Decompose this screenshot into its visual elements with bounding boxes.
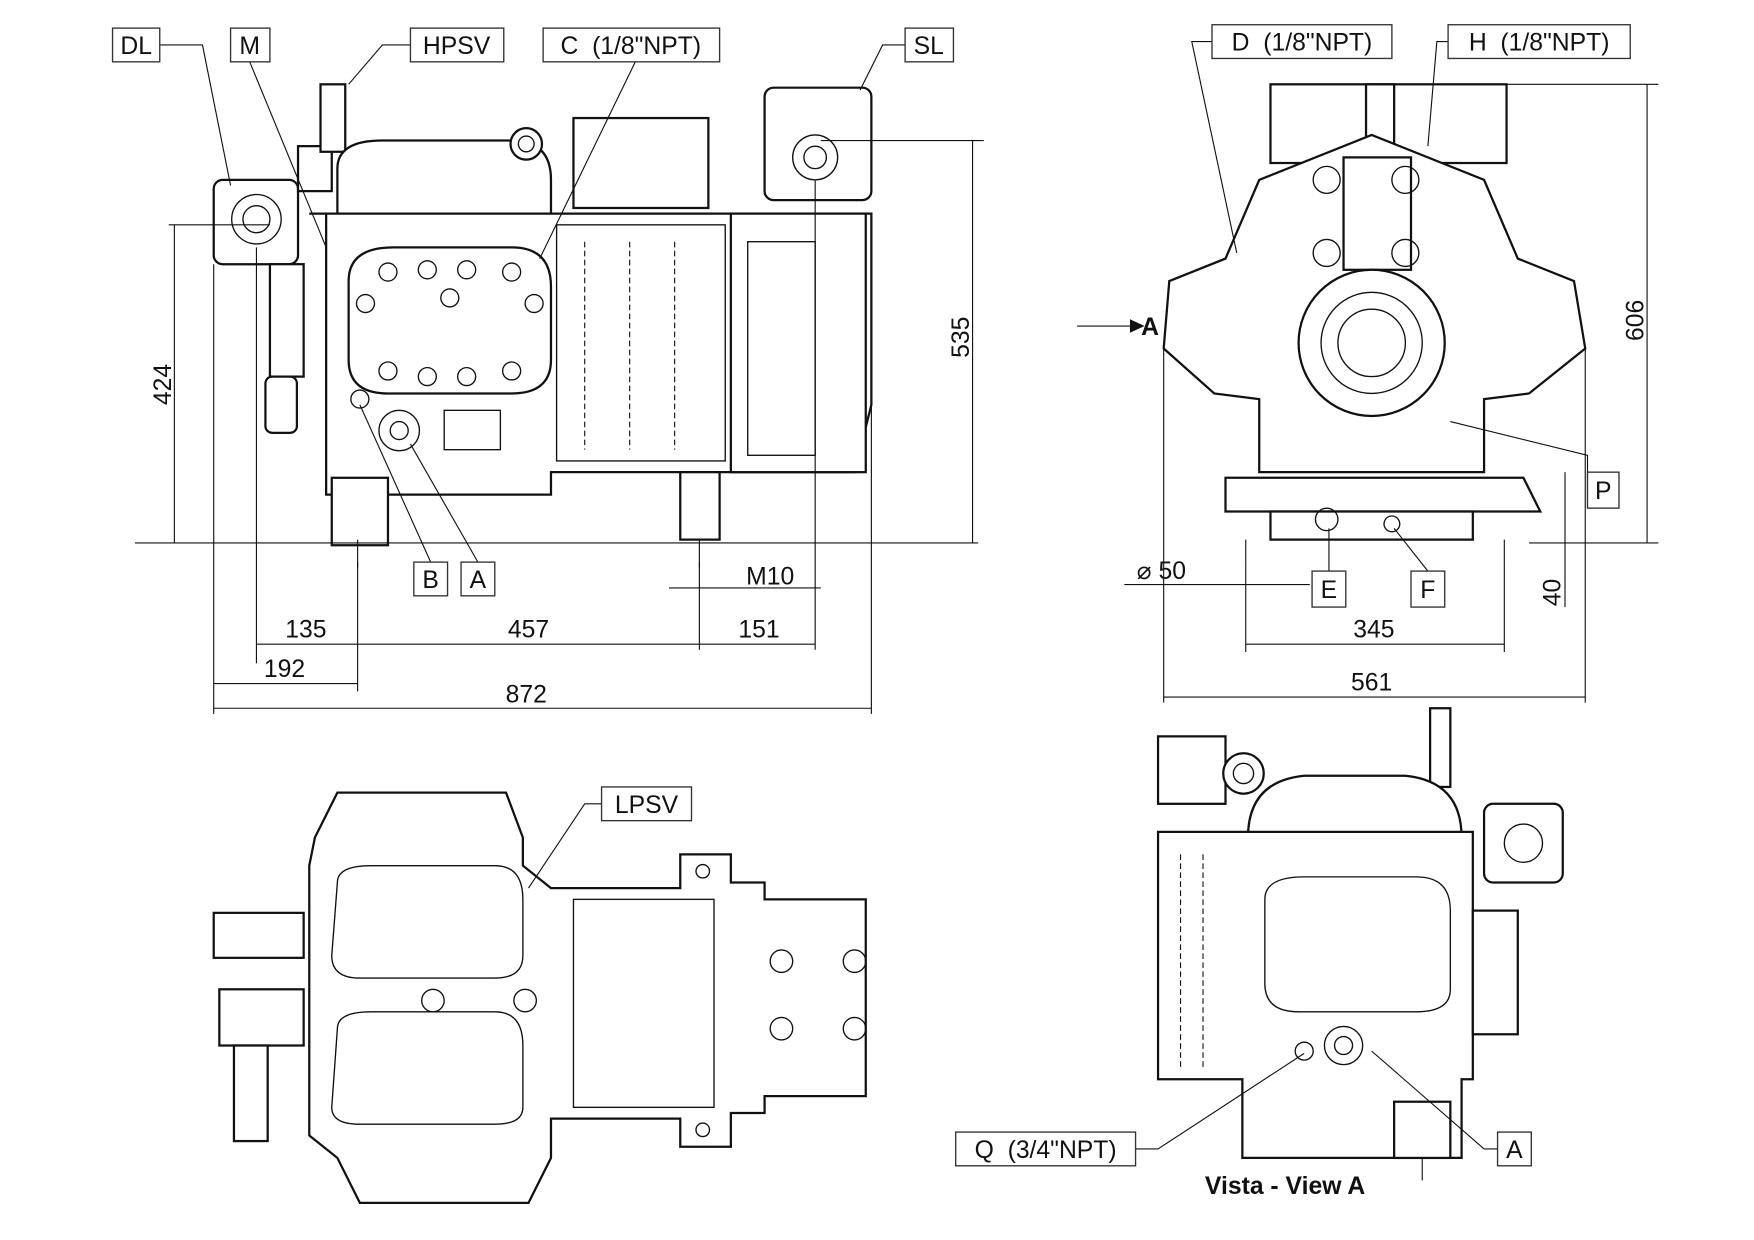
svg-text:F: F xyxy=(1420,577,1435,604)
label-m: M xyxy=(229,27,271,63)
svg-text:P: P xyxy=(1595,478,1612,505)
svg-text:B: B xyxy=(422,567,439,594)
dim-d50: ⌀ 50 xyxy=(1137,558,1186,585)
svg-text:C (1/8"NPT): C (1/8"NPT) xyxy=(560,33,701,60)
label-q: Q (3/4"NPT) xyxy=(955,1131,1137,1167)
label-d: D (1/8"NPT) xyxy=(1211,24,1393,60)
dim-135: 135 xyxy=(285,616,326,643)
dim-457: 457 xyxy=(508,616,549,643)
label-sl: SL xyxy=(904,27,955,63)
svg-text:DL: DL xyxy=(120,33,152,60)
svg-text:SL: SL xyxy=(914,33,944,60)
view-a xyxy=(1156,707,1564,1181)
svg-text:D (1/8"NPT): D (1/8"NPT) xyxy=(1232,30,1373,57)
dim-345: 345 xyxy=(1353,616,1394,643)
label-e: E xyxy=(1311,570,1347,608)
label-lpsv: LPSV xyxy=(600,786,693,822)
label-f: F xyxy=(1410,570,1446,608)
dim-40: 40 xyxy=(1540,579,1567,606)
view-a-caption: Vista - View A xyxy=(1205,1173,1365,1200)
label-b: B xyxy=(413,561,449,597)
label-hpsv: HPSV xyxy=(409,27,505,63)
dim-151: 151 xyxy=(738,616,779,643)
dim-872: 872 xyxy=(506,682,547,709)
top-view xyxy=(212,791,867,1205)
label-a-view: A xyxy=(1496,1131,1532,1167)
svg-text:A: A xyxy=(470,567,487,594)
label-p: P xyxy=(1586,471,1620,509)
label-dl: DL xyxy=(111,27,161,63)
dim-424: 424 xyxy=(150,364,177,405)
svg-text:A: A xyxy=(1506,1137,1523,1164)
side-dimensions: 606 40 561 345 ⌀ 50 A xyxy=(1077,83,1659,703)
dim-192: 192 xyxy=(264,656,305,683)
dim-561: 561 xyxy=(1351,669,1392,696)
dim-606: 606 xyxy=(1623,300,1650,341)
front-dimensions: 424 535 135 457 151 192 872 M10 xyxy=(135,139,984,714)
view-a-arrow-label: A xyxy=(1141,314,1159,341)
label-h: H (1/8"NPT) xyxy=(1447,24,1631,60)
svg-text:LPSV: LPSV xyxy=(615,792,679,819)
dim-535: 535 xyxy=(948,317,975,358)
label-c: C (1/8"NPT) xyxy=(542,27,721,63)
svg-text:HPSV: HPSV xyxy=(423,33,491,60)
svg-text:H (1/8"NPT): H (1/8"NPT) xyxy=(1469,30,1610,57)
side-view xyxy=(1162,83,1587,563)
svg-text:E: E xyxy=(1321,577,1337,604)
svg-text:M: M xyxy=(239,33,260,60)
dim-m10: M10 xyxy=(746,564,794,591)
svg-text:Q (3/4"NPT): Q (3/4"NPT) xyxy=(975,1137,1117,1164)
front-view xyxy=(212,83,873,568)
label-a-front: A xyxy=(460,561,496,597)
